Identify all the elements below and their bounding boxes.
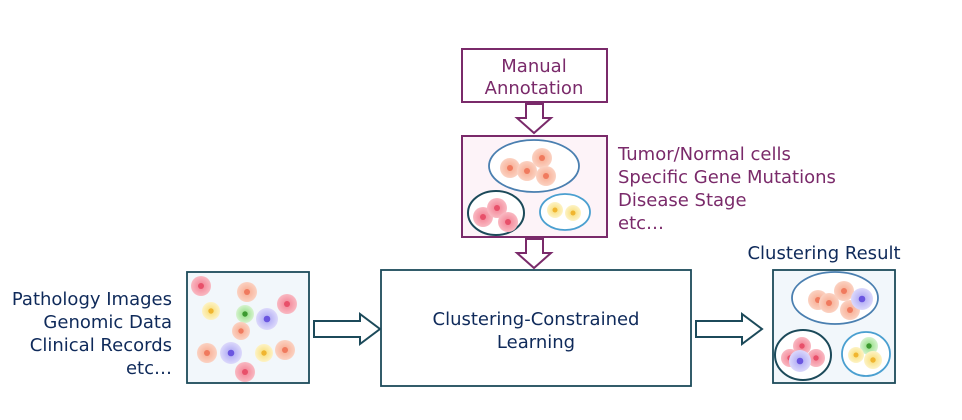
arrow-input-to-process	[313, 312, 382, 346]
cell-nucleus	[866, 343, 872, 349]
cell-nucleus	[826, 300, 832, 306]
cell-nucleus	[524, 168, 530, 174]
input-type-item: Genomic Data	[43, 312, 172, 333]
input-types-list: Pathology Images Genomic Data Clinical R…	[12, 289, 172, 379]
cell-nucleus	[543, 173, 549, 179]
cell-nucleus	[263, 315, 271, 323]
manual-annotation-line2: Annotation	[485, 78, 584, 99]
annotation-type-item: Disease Stage	[618, 190, 747, 211]
annotated-cells-panel	[461, 135, 608, 238]
input-cells	[191, 276, 297, 382]
cell-nucleus	[552, 207, 558, 213]
cell-nucleus	[242, 311, 248, 317]
cell-nucleus	[480, 214, 486, 220]
input-type-item: etc…	[126, 358, 172, 379]
cell-nucleus	[242, 369, 248, 375]
cell-nucleus	[570, 210, 576, 216]
process-box	[380, 269, 692, 387]
cell-nucleus	[853, 352, 859, 358]
input-type-item: Clinical Records	[30, 335, 172, 356]
input-data-panel	[186, 271, 310, 384]
process-label-line2: Learning	[497, 332, 575, 353]
input-type-item: Pathology Images	[12, 289, 172, 310]
cell-nucleus	[198, 283, 204, 289]
cell-nucleus	[539, 155, 545, 161]
annotation-types-list: Tumor/Normal cells Specific Gene Mutatio…	[617, 144, 836, 234]
cell-nucleus	[284, 301, 290, 307]
manual-annotation-box	[461, 48, 608, 103]
annotation-type-item: etc…	[618, 213, 664, 234]
manual-annotation-line1: Manual	[501, 56, 566, 77]
cell-nucleus	[507, 165, 513, 171]
cell-nucleus	[261, 350, 267, 356]
cell-nucleus	[813, 355, 819, 361]
arrow-panel-to-process	[514, 238, 554, 270]
clustering-result-panel	[772, 269, 896, 384]
cell-nucleus	[796, 357, 804, 365]
cell-nucleus	[870, 357, 876, 363]
result-title: Clustering Result	[747, 243, 900, 264]
process-label-line1: Clustering-Constrained	[433, 309, 640, 330]
cell-nucleus	[847, 307, 853, 313]
cell-nucleus	[858, 295, 866, 303]
manual-annotation-node: Manual Annotation	[461, 48, 608, 103]
cell-nucleus	[244, 289, 250, 295]
cell-nucleus	[799, 343, 805, 349]
cell-nucleus	[227, 349, 235, 357]
cell-nucleus	[208, 308, 214, 314]
annotation-type-item: Specific Gene Mutations	[618, 167, 836, 188]
arrow-process-to-result	[695, 312, 764, 346]
annotated-cells	[473, 148, 581, 232]
arrow-annotation-to-panel	[514, 103, 554, 135]
cell-nucleus	[238, 328, 244, 334]
result-cells	[781, 281, 882, 372]
cell-nucleus	[282, 347, 288, 353]
cell-nucleus	[841, 288, 847, 294]
clustering-process-node: Clustering-Constrained Learning	[380, 269, 692, 387]
cell-nucleus	[204, 350, 210, 356]
annotation-type-item: Tumor/Normal cells	[617, 144, 791, 165]
cell-nucleus	[505, 219, 511, 225]
cell-nucleus	[494, 205, 500, 211]
